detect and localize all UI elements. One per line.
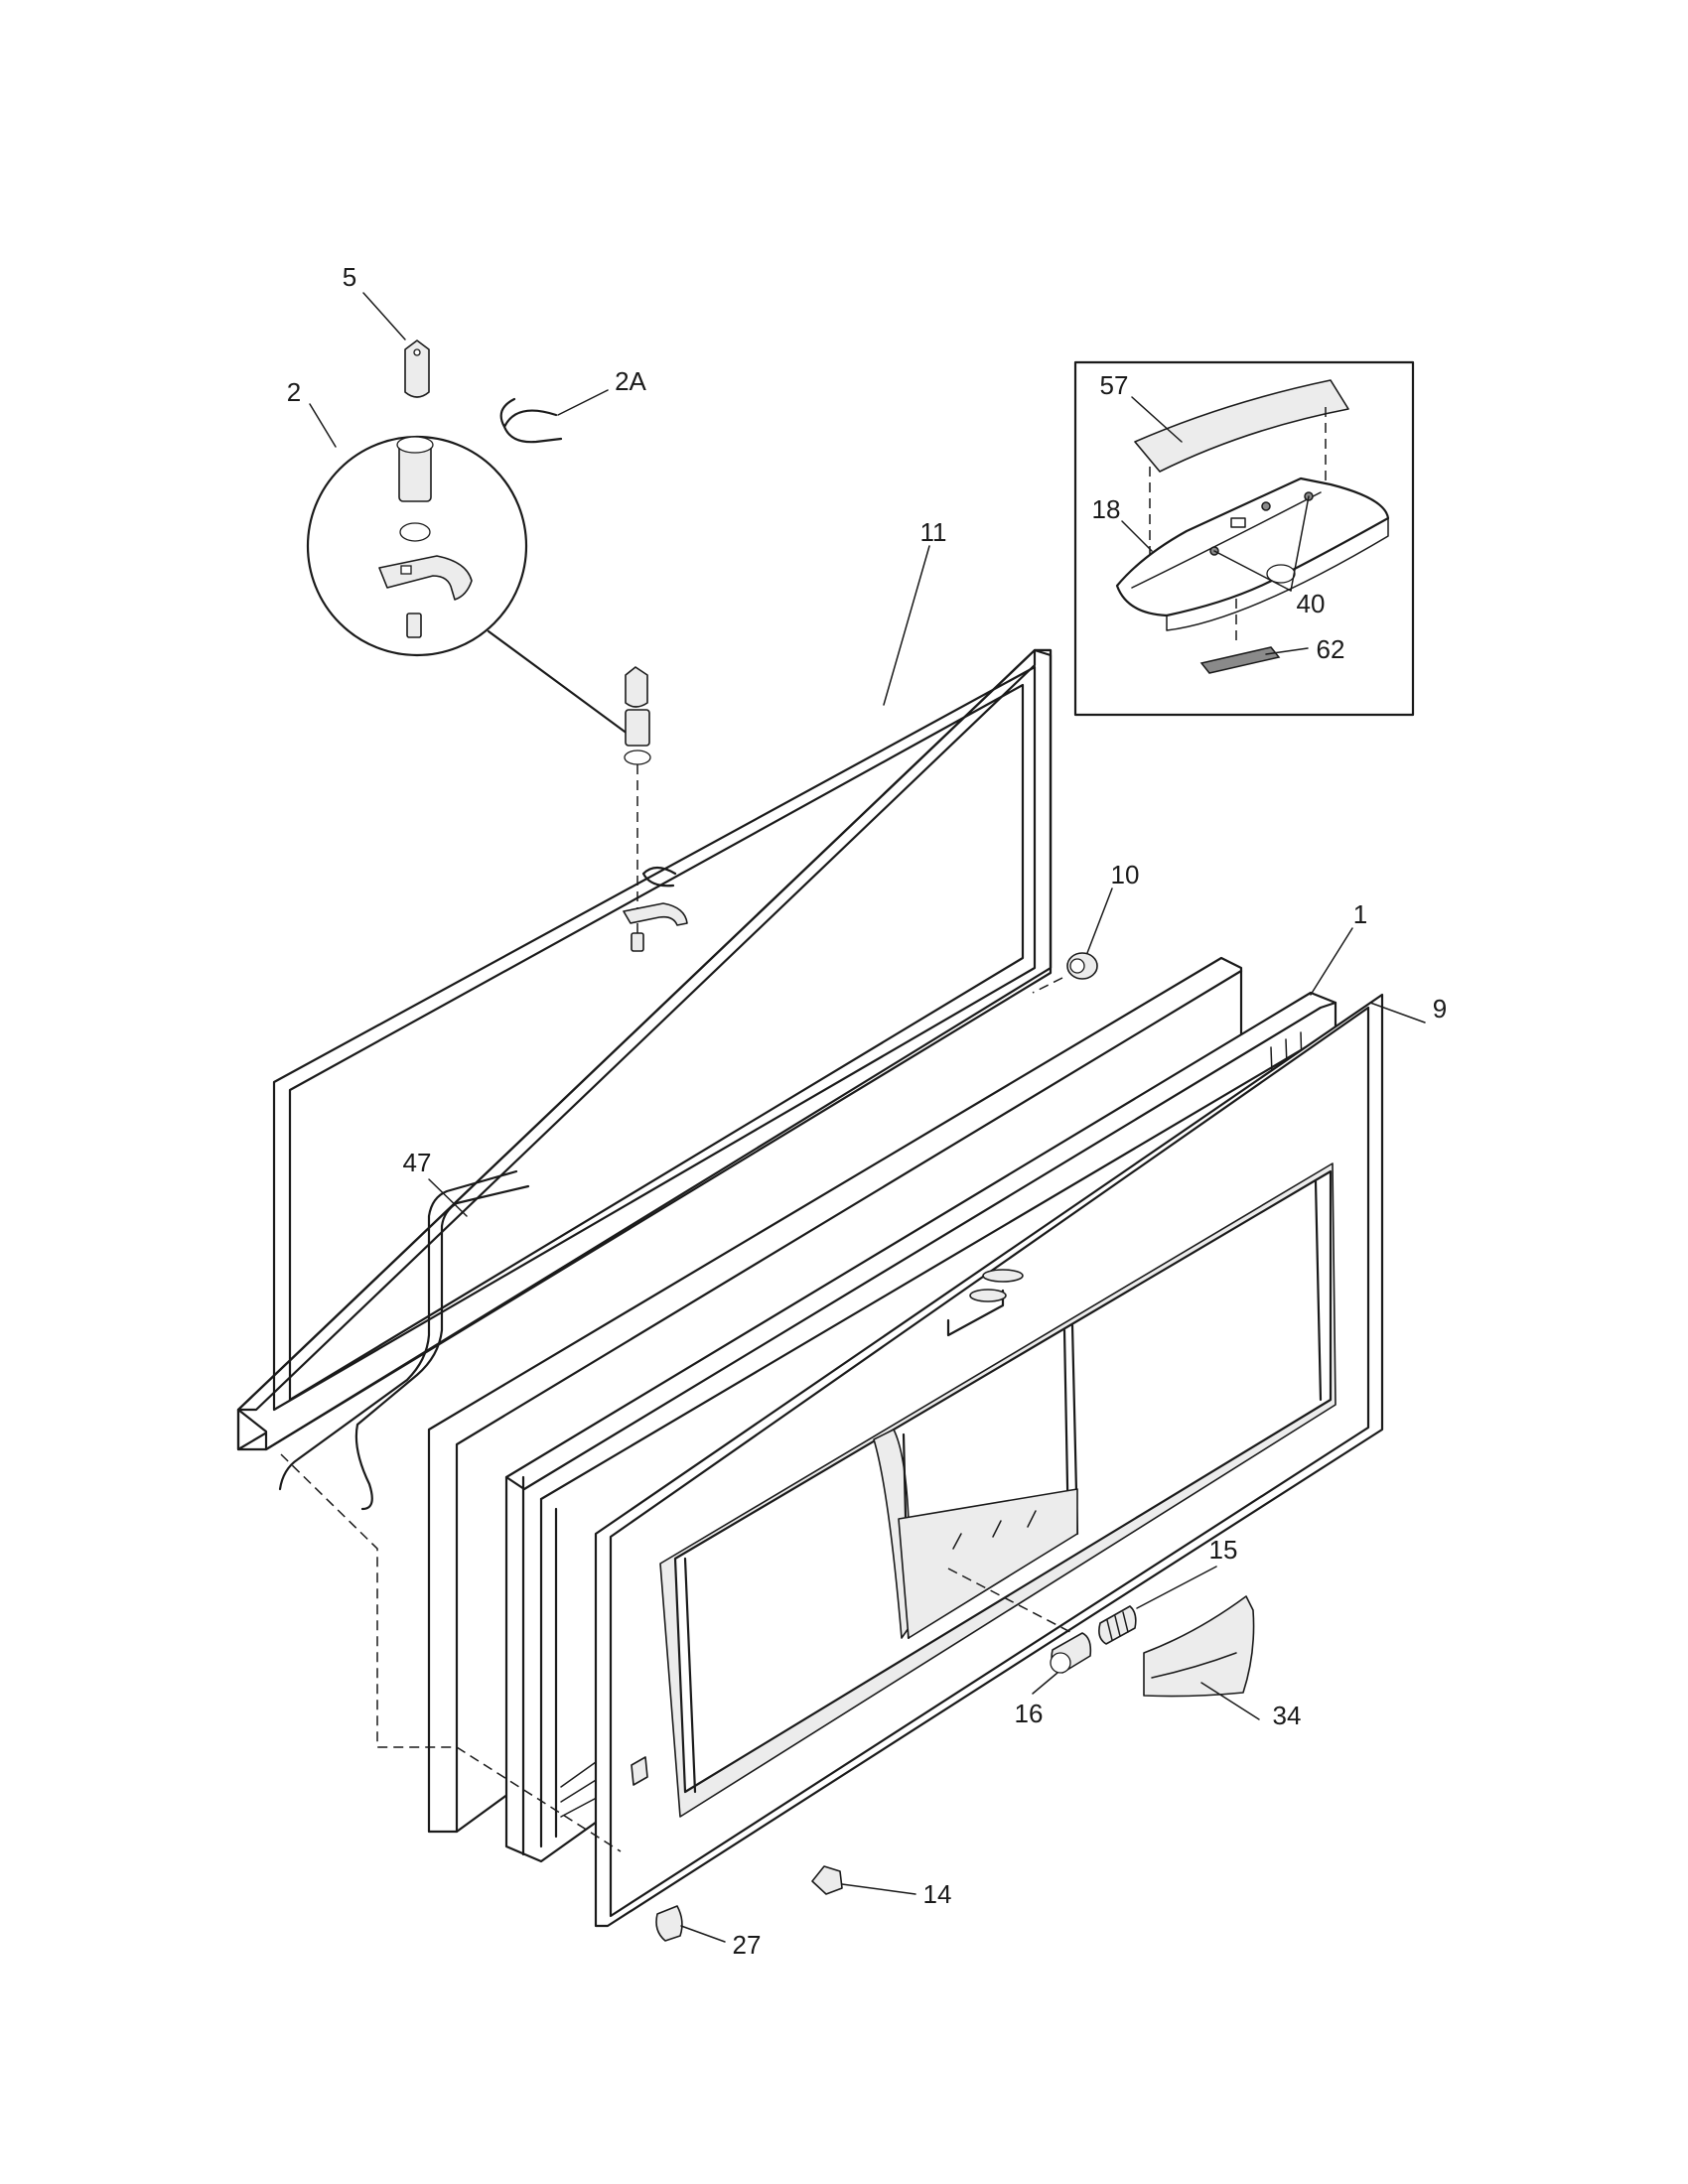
lock-detail-circle	[306, 435, 637, 742]
part-2a-clip	[499, 397, 563, 444]
part-9-door-liner	[594, 993, 1384, 1928]
part-15-spring	[1098, 1605, 1137, 1645]
lock-assembled	[623, 666, 688, 952]
callout-15: 15	[1209, 1535, 1238, 1565]
part-57-handle-trim	[1134, 379, 1349, 473]
callout-62: 62	[1317, 634, 1345, 664]
callout-34: 34	[1273, 1701, 1302, 1730]
handle-inset-box	[1073, 360, 1415, 717]
part-34-cover	[1143, 1595, 1255, 1698]
callout-2: 2	[287, 377, 301, 407]
part-18-handle	[1115, 477, 1390, 617]
callout-40: 40	[1297, 589, 1326, 618]
callout-9: 9	[1433, 994, 1447, 1024]
leader-lines	[309, 292, 1426, 1943]
callout-18: 18	[1092, 494, 1121, 524]
part-47-drain-tube	[278, 1169, 518, 1491]
part-10-plug	[1032, 952, 1098, 994]
callout-27: 27	[733, 1930, 762, 1960]
callout-10: 10	[1111, 860, 1140, 889]
callout-1: 1	[1353, 899, 1367, 929]
callout-2a: 2A	[615, 366, 646, 396]
part-16-knob	[1050, 1632, 1092, 1674]
part-27-plug	[655, 1905, 683, 1942]
callout-14: 14	[923, 1879, 952, 1909]
callout-47: 47	[403, 1148, 432, 1177]
part-5-key	[404, 340, 430, 398]
part-14-clip	[811, 1865, 843, 1895]
part-62-plate	[1199, 646, 1281, 674]
callout-16: 16	[1015, 1699, 1044, 1728]
callout-11: 11	[920, 517, 947, 547]
callout-57: 57	[1100, 370, 1129, 400]
callout-5: 5	[343, 262, 356, 292]
